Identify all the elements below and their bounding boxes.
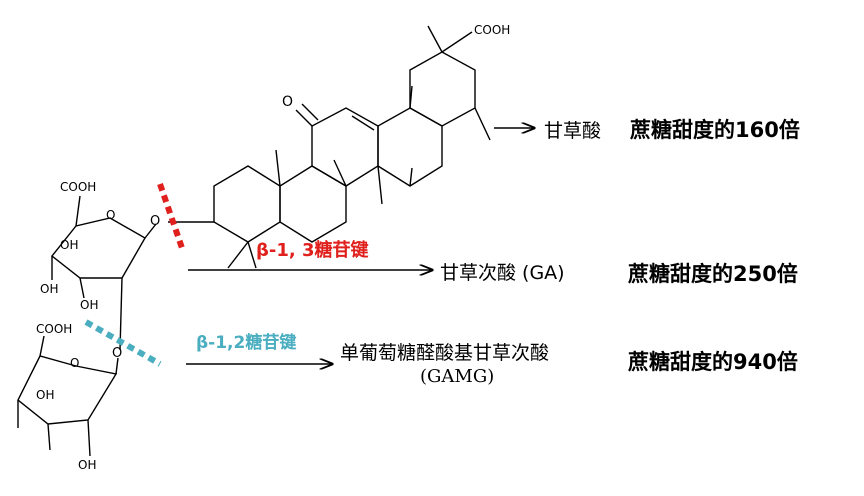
- sweetness-940: 蔗糖甜度的940倍: [628, 350, 798, 374]
- link-o-label-1: O: [150, 214, 161, 229]
- beta12-cleavage-mark: [84, 319, 162, 367]
- sweetness-160: 蔗糖甜度的160倍: [630, 118, 800, 142]
- gamg-name-line2: (GAMG): [420, 366, 495, 387]
- beta13-bond-label: β-1, 3糖苷键: [256, 240, 369, 261]
- link-o-label-2: O: [112, 346, 123, 361]
- ga-name: 甘草次酸 (GA): [440, 262, 565, 284]
- beta13-cleavage-mark: [157, 183, 185, 249]
- oh-label-1: OH: [60, 238, 79, 252]
- oh-label-3: OH: [80, 298, 99, 312]
- cooh-top-label: COOH: [474, 23, 511, 37]
- ring-o-label-1: O: [106, 208, 116, 222]
- glucuronide-ring-1: [51, 195, 157, 351]
- glucuronide-ring-2: [17, 335, 119, 457]
- oh-label-5: OH: [78, 458, 97, 472]
- beta12-bond-label: β-1,2糖苷键: [196, 333, 297, 353]
- gamg-name-line1: 单葡萄糖醛酸基甘草次酸: [340, 342, 550, 364]
- glyc-cooh-label-2: COOH: [36, 322, 73, 336]
- oh-label-2: OH: [40, 282, 59, 296]
- ketone-o-label: O: [282, 94, 294, 110]
- oh-label-4: OH: [36, 388, 55, 402]
- glyc-cooh-label-1: COOH: [60, 180, 97, 194]
- ga-aglycone-name: 甘草酸: [544, 120, 602, 142]
- ring-o-label-2: O: [70, 356, 80, 370]
- glycyrrhetinic-skeleton: [168, 25, 491, 269]
- sweetness-250: 蔗糖甜度的250倍: [628, 262, 798, 286]
